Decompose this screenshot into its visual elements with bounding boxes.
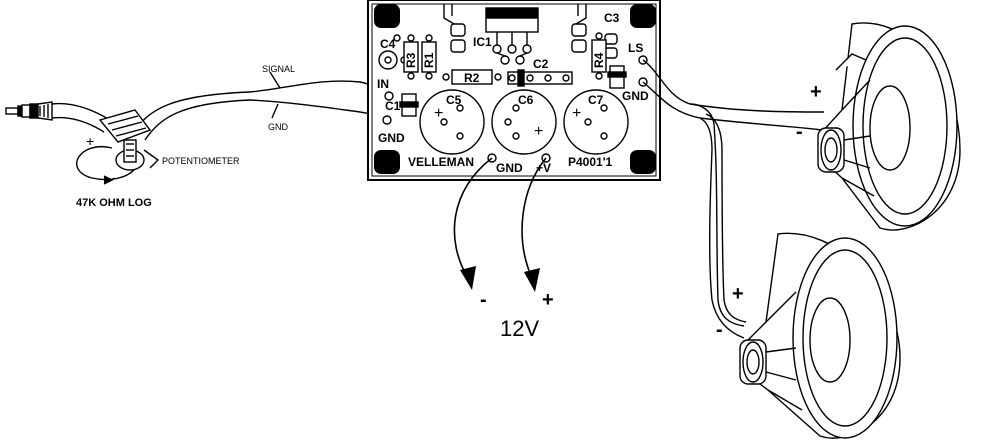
speaker-top-plus: +	[810, 81, 822, 103]
gnd-wire	[249, 99, 387, 121]
rotation-arrow-icon	[76, 145, 135, 185]
c5-label: C5	[446, 93, 462, 107]
speaker-bottom-minus: -	[716, 319, 723, 341]
pin-gnd-out-label: GND	[622, 89, 649, 103]
c6-capacitor	[491, 89, 557, 155]
pot-plus-label: +	[86, 133, 94, 149]
r1-resistor	[421, 34, 437, 80]
power-negative-arrow-icon	[460, 266, 476, 290]
pad-pairs	[450, 23, 618, 59]
power-positive-arrow-icon	[524, 268, 540, 292]
gnd-wire-label: GND	[268, 122, 289, 132]
c5-plus: +	[434, 105, 443, 122]
c7-plus: +	[572, 105, 581, 122]
power-plus-label: +	[542, 289, 554, 311]
c3-capacitor	[607, 65, 627, 89]
power-wire-negative	[453, 157, 493, 279]
pin-gnd-power-label: GND	[496, 161, 523, 175]
input-pads	[382, 91, 394, 125]
potentiometer	[98, 109, 160, 171]
c2-capacitor	[507, 69, 573, 87]
ic1-label: IC1	[473, 35, 492, 49]
r4-resistor	[591, 32, 607, 80]
r4-label: R4	[592, 52, 606, 68]
power-wire-positive	[521, 157, 547, 279]
brand-label: VELLEMAN	[408, 155, 474, 169]
speaker-top-minus: -	[796, 121, 803, 143]
c1-capacitor	[399, 93, 419, 117]
speaker-bottom	[739, 232, 901, 439]
pin-gnd-in-label: GND	[378, 131, 405, 145]
c6-plus: +	[534, 123, 543, 140]
speaker-top	[817, 22, 961, 231]
c1-label: C1	[385, 99, 401, 113]
c2-label: C2	[533, 57, 549, 71]
audio-jack-plug	[5, 101, 53, 121]
c7-label: C7	[588, 93, 604, 107]
signal-label: SIGNAL	[262, 64, 295, 74]
pin-in-label: IN	[377, 77, 389, 91]
c4-label: C4	[380, 37, 396, 51]
c3-label: C3	[604, 11, 620, 25]
r2-resistor	[442, 69, 502, 85]
part-number-label: P4001'1	[568, 155, 613, 169]
r2-label: R2	[464, 71, 480, 85]
c7-capacitor	[563, 89, 629, 155]
power-minus-label: -	[480, 289, 487, 311]
pot-minus-label: -	[112, 169, 117, 185]
c4-capacitor	[378, 34, 408, 70]
speaker-bottom-plus: +	[732, 283, 744, 305]
r1-label: R1	[422, 52, 436, 68]
c6-label: C6	[518, 93, 534, 107]
r3-resistor	[403, 34, 419, 80]
ic1-chip	[485, 7, 539, 65]
speaker-wires	[642, 59, 825, 339]
r3-label: R3	[404, 52, 418, 68]
pin-ls-label: LS	[628, 41, 643, 55]
voltage-label: 12V	[500, 316, 539, 341]
potentiometer-label: POTENTIOMETER	[162, 156, 240, 166]
pin-vplus-label: +V	[536, 161, 551, 175]
c5-capacitor	[419, 89, 485, 155]
pot-value-label: 47K OHM LOG	[76, 197, 152, 209]
input-cable	[51, 91, 251, 141]
